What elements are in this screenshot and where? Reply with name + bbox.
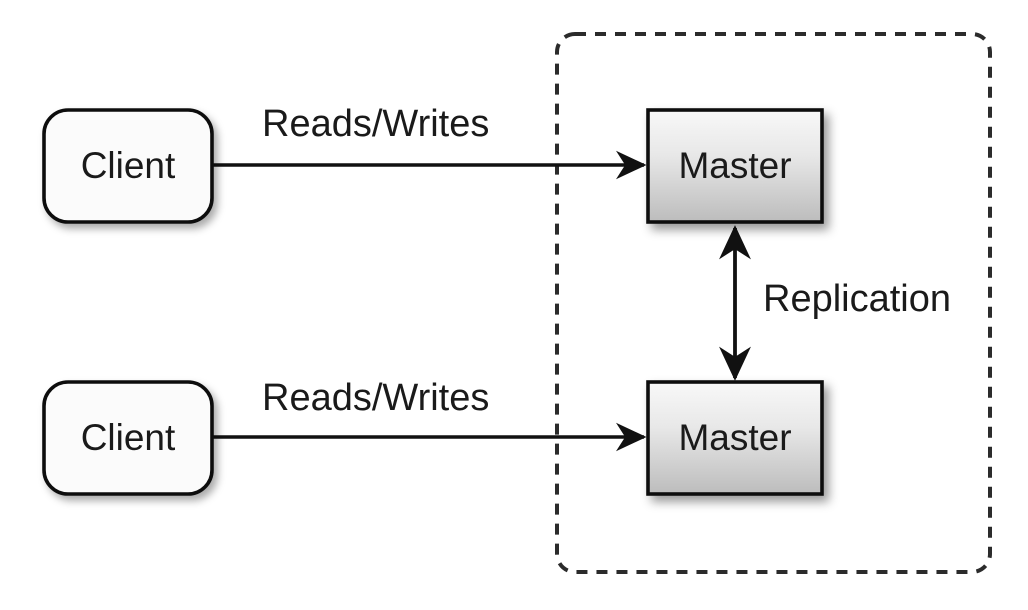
client-bottom-shape: [42, 380, 214, 496]
node-master-bottom[interactable]: Master: [646, 380, 824, 496]
client-top-label: Client: [81, 145, 176, 186]
master-bottom-label: Master: [678, 417, 791, 458]
node-client-top[interactable]: Client: [42, 108, 214, 224]
master-bottom-shape: [646, 380, 824, 496]
edge-label-replication: Replication: [763, 278, 951, 320]
edge-label-reads-writes-bottom: Reads/Writes: [262, 377, 489, 419]
client-top-shape: [42, 108, 214, 224]
edge-label-reads-writes-top: Reads/Writes: [262, 103, 489, 145]
master-top-shape: [646, 108, 824, 224]
master-top-label: Master: [678, 145, 791, 186]
node-master-top[interactable]: Master: [646, 108, 824, 224]
node-client-bottom[interactable]: Client: [42, 380, 214, 496]
client-bottom-label: Client: [81, 417, 176, 458]
